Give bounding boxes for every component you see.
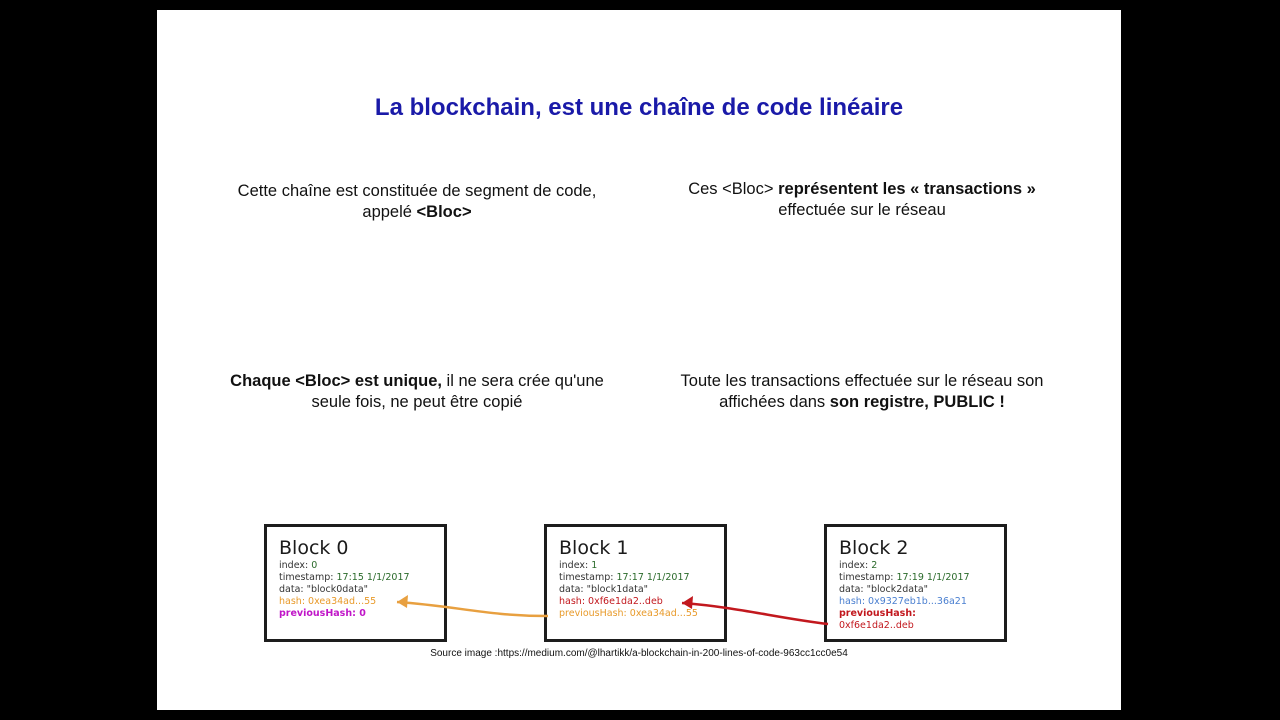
hash-value: 0x9327eb1b...36a21 [868, 596, 967, 607]
paragraph-bold-text: <Bloc> [416, 203, 472, 221]
paragraph-bloc-transactions: Ces <Bloc> représentent les « transactio… [652, 179, 1072, 221]
block-0: Block 0 index: 0 timestamp: 17:15 1/1/20… [264, 524, 447, 642]
paragraph-text: Cette chaîne est constituée de segment d… [237, 182, 597, 200]
hash-value: 0xea34ad...55 [308, 596, 377, 607]
block-1: Block 1 index: 1 timestamp: 17:17 1/1/20… [544, 524, 727, 642]
index-label: index: [559, 560, 589, 571]
hash-label: hash: [279, 596, 306, 607]
arrow-block1-to-block0 [396, 600, 549, 618]
arrowhead-red [682, 596, 693, 609]
block-name: Block 2 [839, 537, 909, 559]
arrow-block2-to-block1 [681, 601, 829, 626]
arrowhead-orange [397, 595, 408, 608]
paragraph-text: Toute les transactions effectuée sur le … [680, 372, 1044, 390]
paragraph-bold-text: représentent les « transactions » [778, 180, 1036, 198]
data-value: "block1data" [586, 584, 649, 595]
paragraph-text: seule fois, ne peut être copié [311, 393, 523, 411]
data-label: data: [839, 584, 864, 595]
timestamp-label: timestamp: [839, 572, 894, 583]
timestamp-value: 17:17 1/1/2017 [616, 572, 690, 583]
index-value: 0 [311, 560, 318, 571]
previous-hash-value: 0xea34ad...55 [629, 608, 698, 619]
paragraph-text: affichées dans [719, 393, 830, 411]
paragraph-bold-text: Chaque <Bloc> est unique, [230, 372, 442, 390]
previous-hash-value: 0 [359, 608, 366, 619]
index-value: 2 [871, 560, 878, 571]
data-value: "block2data" [866, 584, 929, 595]
hash-label: hash: [839, 596, 866, 607]
slide: La blockchain, est une chaîne de code li… [157, 10, 1121, 710]
paragraph-bold-text: son registre, PUBLIC ! [829, 393, 1005, 411]
timestamp-value: 17:15 1/1/2017 [336, 572, 410, 583]
paragraph-text: appelé [362, 203, 417, 221]
previous-hash-value: 0xf6e1da2..deb [839, 620, 914, 631]
hash-value: 0xf6e1da2..deb [588, 596, 663, 607]
paragraph-text: il ne sera crée qu'une [441, 372, 604, 390]
paragraph-text: effectuée sur le réseau [778, 201, 946, 219]
source-caption: Source image :https://medium.com/@lharti… [430, 648, 848, 659]
previous-hash-label: previousHash: [559, 608, 627, 619]
data-label: data: [559, 584, 584, 595]
link-arrows [396, 595, 829, 626]
timestamp-value: 17:19 1/1/2017 [896, 572, 970, 583]
timestamp-label: timestamp: [279, 572, 334, 583]
paragraph-text: Ces <Bloc> [688, 180, 779, 198]
data-label: data: [279, 584, 304, 595]
data-value: "block0data" [306, 584, 369, 595]
paragraph-bloc-unique: Chaque <Bloc> est unique, il ne sera cré… [202, 371, 632, 413]
previous-hash-label: previousHash: [839, 608, 916, 619]
hash-label: hash: [559, 596, 586, 607]
index-label: index: [279, 560, 309, 571]
slide-title: La blockchain, est une chaîne de code li… [374, 94, 904, 121]
index-value: 1 [591, 560, 598, 571]
paragraph-public-registry: Toute les transactions effectuée sur le … [652, 371, 1072, 413]
paragraph-chain-segments: Cette chaîne est constituée de segment d… [202, 181, 632, 223]
block-name: Block 0 [279, 537, 349, 559]
block-2: Block 2 index: 2 timestamp: 17:19 1/1/20… [824, 524, 1007, 642]
timestamp-label: timestamp: [559, 572, 614, 583]
index-label: index: [839, 560, 869, 571]
previous-hash-label: previousHash: [279, 608, 356, 619]
block-name: Block 1 [559, 537, 629, 559]
